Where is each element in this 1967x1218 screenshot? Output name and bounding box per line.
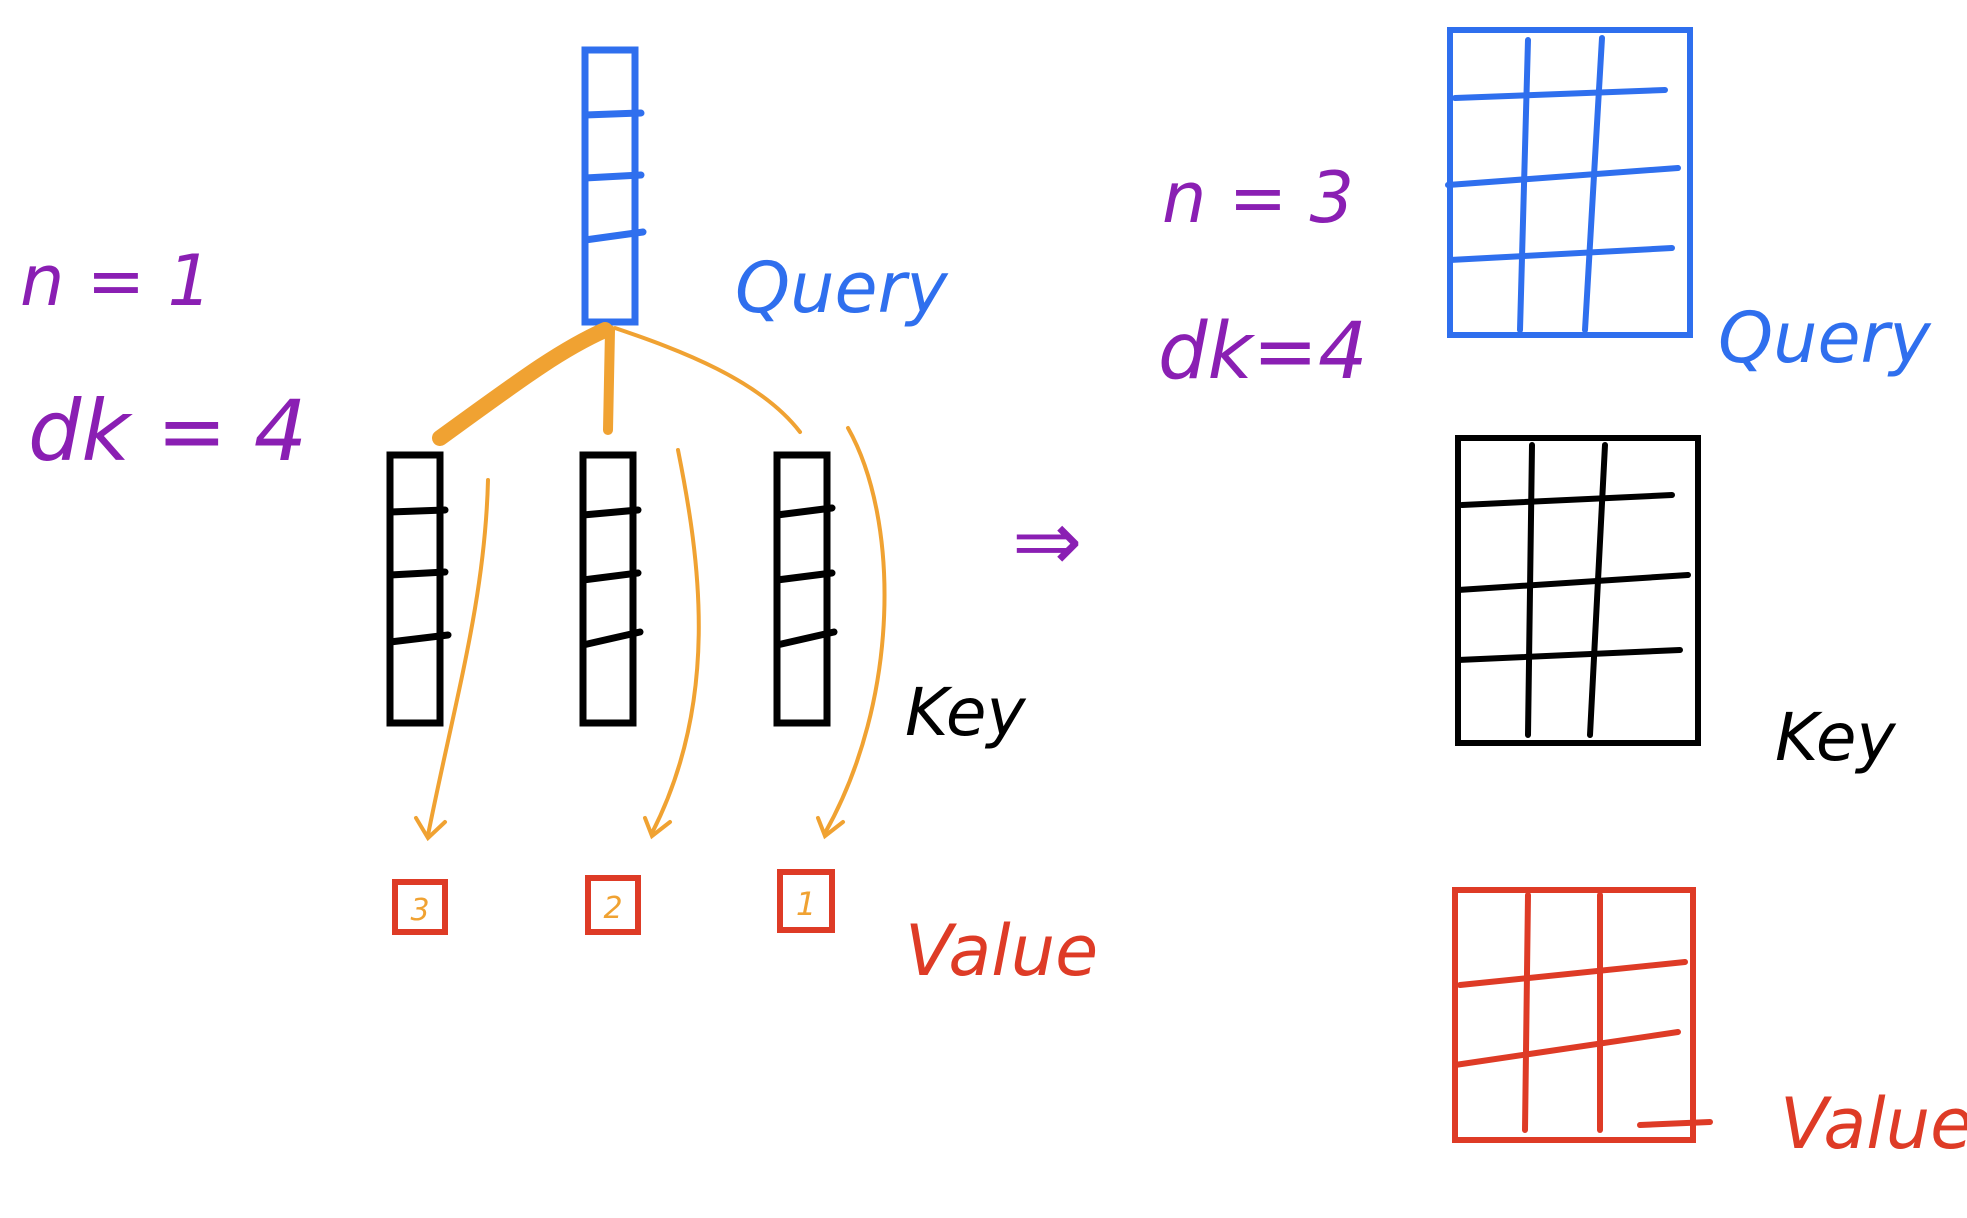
left-value-label: Value — [905, 910, 1098, 992]
right-n-label: n = 3 — [1162, 157, 1354, 239]
left-value-text-1: 3 — [410, 893, 429, 928]
left-key-vector-1 — [386, 451, 452, 727]
left-query-vector — [581, 46, 647, 326]
right-panel: n = 3 dk=4 Query Key — [1158, 27, 1967, 1165]
left-dk-label: dk = 4 — [28, 382, 307, 480]
left-value-box-2: 2 — [585, 875, 641, 935]
right-query-matrix — [1445, 27, 1693, 338]
implies-arrow: ⇒ — [1012, 492, 1082, 590]
left-value-box-1: 3 — [392, 879, 448, 935]
left-value-text-2: 2 — [603, 891, 622, 926]
right-value-label: Value — [1780, 1083, 1967, 1165]
key-to-value-arrows — [414, 426, 887, 842]
right-key-matrix — [1455, 435, 1701, 746]
right-key-label: Key — [1775, 699, 1897, 776]
left-key-vector-2 — [579, 451, 644, 727]
attention-weights — [432, 322, 802, 446]
left-panel: n = 1 dk = 4 Query — [20, 46, 1098, 992]
right-dk-label: dk=4 — [1158, 307, 1368, 397]
right-query-label: Query — [1718, 297, 1932, 379]
right-value-matrix — [1452, 887, 1713, 1143]
left-value-text-3: 1 — [796, 885, 816, 923]
left-key-vector-3 — [773, 451, 838, 727]
left-key-label: Key — [905, 674, 1027, 751]
left-n-label: n = 1 — [20, 240, 212, 322]
left-value-box-3: 1 — [777, 869, 835, 933]
left-query-label: Query — [735, 247, 949, 329]
